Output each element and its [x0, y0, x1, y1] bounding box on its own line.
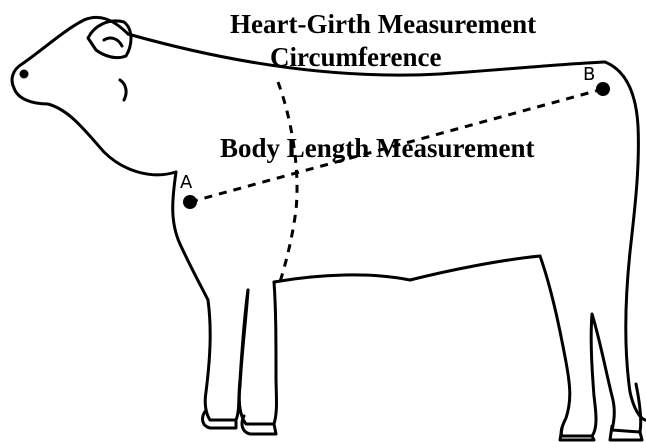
cow-outline [12, 17, 645, 440]
body-length-label: Body Length Measurement [220, 133, 535, 163]
point-a-label: A [180, 172, 193, 193]
cow-hoof-hind-near [560, 428, 594, 440]
cow-nostril [21, 71, 27, 77]
heart-girth-label-line2: Circumference [270, 42, 441, 72]
cow-belly [274, 256, 540, 282]
heart-girth-label-line1: Heart-Girth Measurement [230, 9, 536, 39]
cow-ear-inner [104, 38, 122, 46]
heart-girth-measurement-line [278, 82, 297, 282]
point-b-marker [596, 82, 610, 96]
cow-eye [120, 80, 126, 100]
point-a-marker [183, 195, 197, 209]
cow-rump-tail [605, 62, 645, 420]
point-b-label: B [583, 64, 595, 85]
